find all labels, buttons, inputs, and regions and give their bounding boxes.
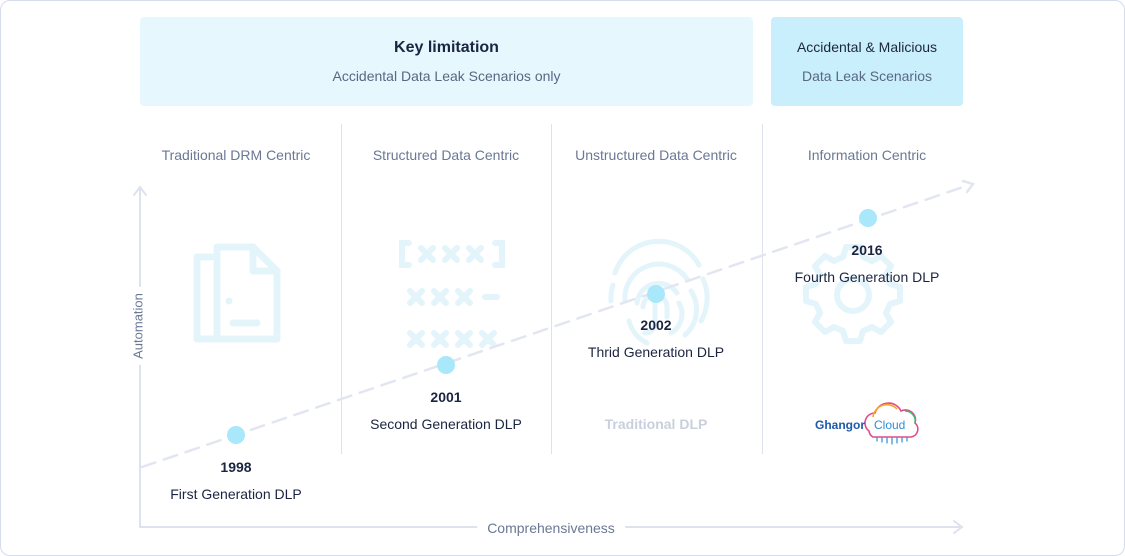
traditional-dlp-label: Traditional DLP	[604, 416, 708, 432]
key-limitation-banner: Key limitation Accidental Data Leak Scen…	[140, 17, 753, 106]
milestone-year-1998: 1998	[220, 459, 252, 475]
malicious-banner: Accidental & Malicious Data Leak Scenari…	[771, 17, 963, 106]
milestone-dot	[647, 285, 665, 303]
logo-brand-text: Ghangor	[815, 418, 865, 432]
key-limitation-subtitle: Accidental Data Leak Scenarios only	[332, 68, 561, 84]
x-axis-label: Comprehensiveness	[477, 520, 625, 536]
malicious-banner-title: Accidental & Malicious	[796, 39, 938, 55]
column-divider	[762, 124, 763, 454]
y-axis-label: Automation	[130, 287, 146, 365]
milestone-label-first: First Generation DLP	[170, 486, 302, 502]
column-title-unstructured: Unstructured Data Centric	[575, 147, 737, 163]
ghangor-cloud-logo: Ghangor Cloud	[815, 402, 919, 445]
milestone-label-third: Thrid Generation DLP	[587, 344, 725, 360]
milestone-year-2001: 2001	[430, 389, 462, 405]
milestone-label-second: Second Generation DLP	[370, 416, 522, 432]
column-title-information: Information Centric	[807, 147, 927, 163]
milestone-dot	[227, 426, 245, 444]
column-title-drm: Traditional DRM Centric	[161, 147, 311, 163]
masked-data-icon	[399, 240, 505, 348]
document-icon	[193, 243, 281, 343]
logo-product-text: Cloud	[874, 418, 905, 432]
milestone-year-2002: 2002	[640, 317, 672, 333]
gear-icon	[803, 244, 903, 344]
malicious-banner-subtitle: Data Leak Scenarios	[802, 68, 932, 84]
milestone-year-2016: 2016	[851, 242, 883, 258]
trend-line	[140, 179, 976, 469]
key-limitation-title: Key limitation	[394, 39, 499, 56]
milestone-dot	[859, 209, 877, 227]
column-divider	[551, 124, 552, 454]
milestone-dot	[437, 356, 455, 374]
milestone-label-fourth: Fourth Generation DLP	[794, 269, 940, 285]
column-divider	[341, 124, 342, 454]
column-title-structured: Structured Data Centric	[372, 147, 520, 163]
